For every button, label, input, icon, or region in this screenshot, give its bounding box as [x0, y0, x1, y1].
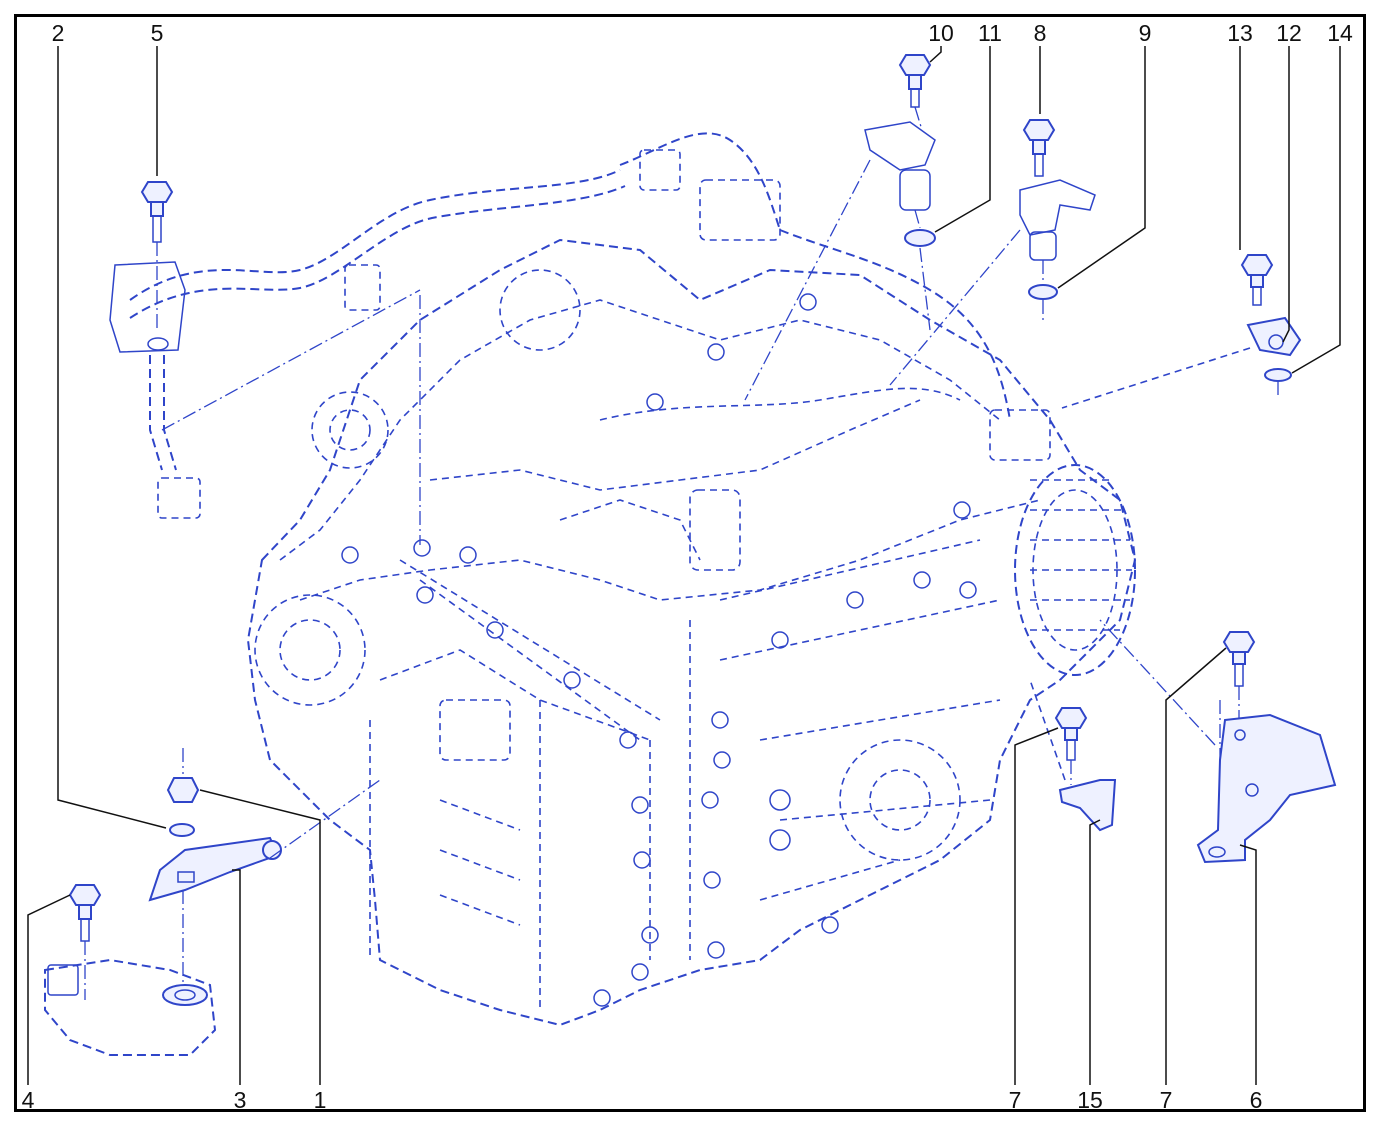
o-ring-icon	[1028, 284, 1058, 300]
bolt-icon	[1022, 119, 1056, 141]
bolt-icon	[1054, 707, 1088, 729]
callout-2: 2	[52, 20, 65, 46]
transaxle-body	[246, 238, 1137, 1027]
callout-14: 14	[1327, 20, 1353, 46]
wiring-harness	[129, 132, 1051, 461]
part-5-sensor-assembly	[109, 181, 421, 545]
bolt-icon	[1222, 631, 1256, 653]
callout-3: 3	[234, 1087, 247, 1113]
callout-7-left: 7	[1009, 1087, 1022, 1113]
part-4-switch	[44, 884, 217, 1056]
bolt-icon	[140, 181, 174, 203]
callout-4: 4	[22, 1087, 35, 1113]
callout-labels: 2 5 10 11 8 9 13 12 14 4 3 1 7 15 7 6	[22, 20, 1353, 1113]
bolt-icon	[898, 54, 932, 76]
callout-11: 11	[978, 20, 1002, 46]
washer-icon	[169, 823, 195, 837]
callout-10: 10	[928, 20, 954, 46]
callout-9: 9	[1139, 20, 1152, 46]
o-ring-icon	[1264, 368, 1292, 382]
callout-8: 8	[1034, 20, 1047, 46]
callout-1: 1	[314, 1087, 327, 1113]
casing-bolts	[341, 293, 977, 1007]
nut-icon	[166, 777, 200, 803]
part-15-bracket	[1029, 679, 1117, 832]
callout-13: 13	[1227, 20, 1253, 46]
callout-6: 6	[1250, 1087, 1263, 1113]
bolt-icon	[1240, 254, 1274, 276]
callout-12: 12	[1276, 20, 1302, 46]
part-12-13-14-plate	[1061, 254, 1302, 409]
part-8-9-sensor	[889, 119, 1096, 386]
part-6-mount-bracket	[1099, 619, 1337, 864]
part-10-11-speed-sensor	[744, 54, 936, 401]
o-ring-icon	[904, 229, 936, 247]
callout-15: 15	[1077, 1087, 1103, 1113]
bolt-icon	[68, 884, 102, 906]
bolt-flange	[150, 201, 164, 217]
callout-leaders	[27, 46, 1341, 1085]
part-1-2-3-lever	[148, 748, 381, 990]
callout-5: 5	[151, 20, 164, 46]
callout-7-right: 7	[1160, 1087, 1173, 1113]
diagram-frame	[14, 14, 1366, 1112]
